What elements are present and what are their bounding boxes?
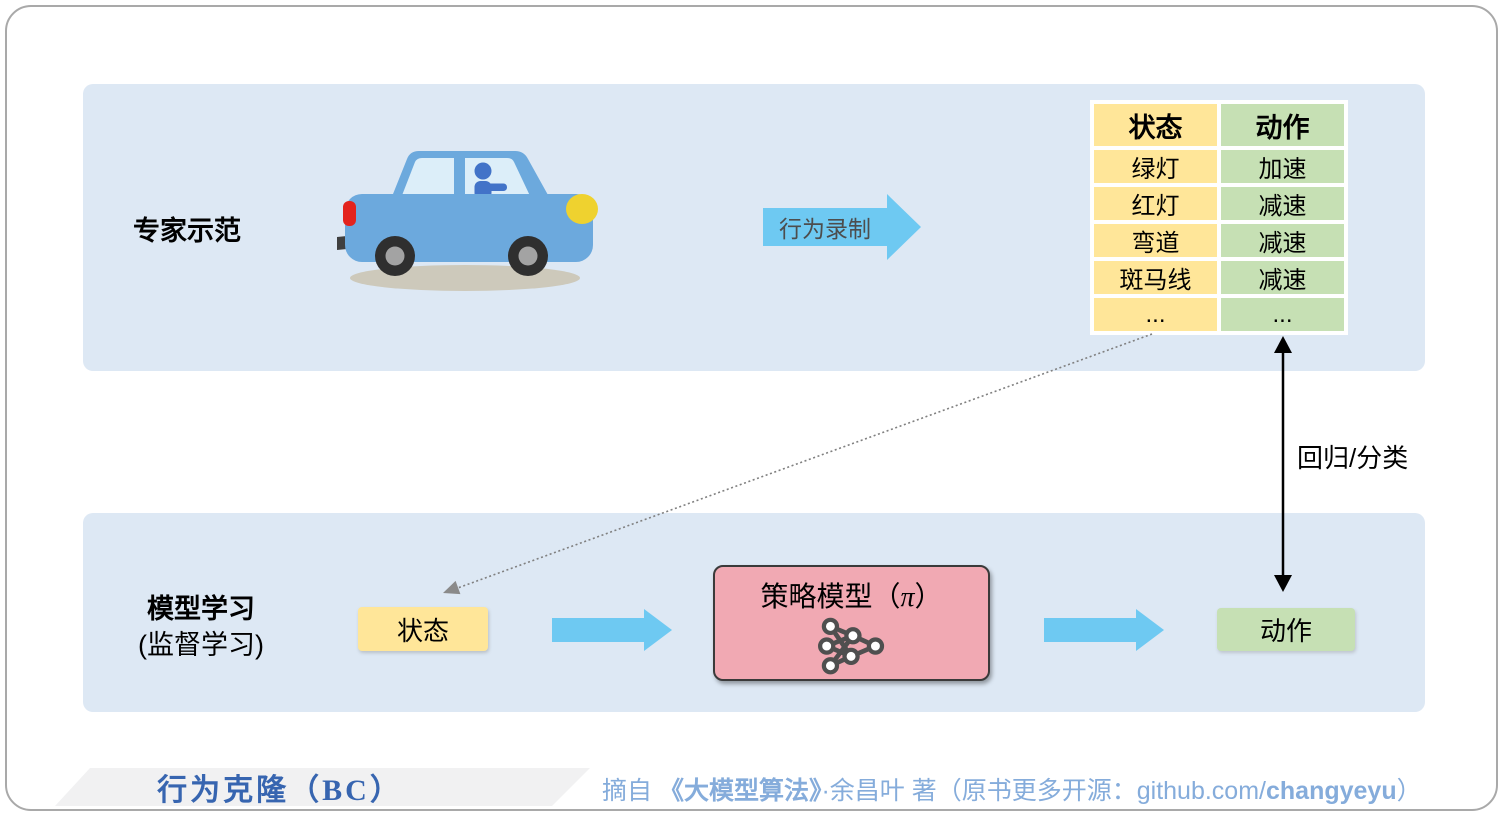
table-cell: 红灯 xyxy=(1094,187,1217,220)
behavior-record-arrow: 行为录制 xyxy=(763,194,921,260)
regression-classification-label: 回归/分类 xyxy=(1297,443,1409,473)
policy-title-text: ） xyxy=(914,581,943,612)
flow-arrow-policy-to-action xyxy=(1044,609,1164,651)
diagram-title: 行为克隆（BC） xyxy=(157,774,403,807)
table-cell: ... xyxy=(1221,298,1344,331)
car-headlight xyxy=(566,194,598,224)
state-action-table: 状态 动作 绿灯 加速 红灯 减速 弯道 减速 斑马线 减速 ... ... xyxy=(1090,100,1348,335)
car-rear-wheel xyxy=(375,236,415,276)
table-header-action: 动作 xyxy=(1221,104,1344,146)
attribution-text: 摘自 xyxy=(602,777,659,805)
table-header-state: 状态 xyxy=(1094,104,1217,146)
action-box: 动作 xyxy=(1217,608,1355,651)
policy-model-box: 策略模型（π） xyxy=(713,565,990,681)
attribution-text: ） xyxy=(1396,777,1422,805)
policy-model-title: 策略模型（π） xyxy=(715,575,988,615)
table-cell: ... xyxy=(1094,298,1217,331)
table-cell: 斑马线 xyxy=(1094,261,1217,294)
car-front-wheel xyxy=(508,236,548,276)
pi-symbol: π xyxy=(900,582,915,613)
attribution-text: ·余昌叶 著（原书更多开源：github.com/ xyxy=(821,777,1266,805)
state-box: 状态 xyxy=(358,607,488,651)
table-cell: 减速 xyxy=(1221,261,1344,294)
book-title: 《大模型算法》 xyxy=(658,777,822,805)
table-cell: 弯道 xyxy=(1094,224,1217,257)
github-username: changyeyu xyxy=(1265,777,1397,805)
car-icon xyxy=(337,151,598,291)
model-learning-label: 模型学习 (监督学习) xyxy=(96,591,306,663)
policy-title-text: 策略模型（ xyxy=(760,581,901,612)
table-cell: 减速 xyxy=(1221,187,1344,220)
behavior-record-label: 行为录制 xyxy=(779,216,871,242)
car-taillight xyxy=(343,201,356,226)
arrow-head xyxy=(1136,609,1164,651)
attribution-line: 摘自 《大模型算法》·余昌叶 著（原书更多开源：github.com/chang… xyxy=(602,771,1422,807)
flow-arrow-state-to-policy xyxy=(552,609,672,651)
expert-demo-label: 专家示范 xyxy=(133,216,241,246)
car-rear-window xyxy=(401,158,454,198)
supervised-learning-subtitle: (监督学习) xyxy=(138,630,264,660)
model-learning-title: 模型学习 xyxy=(147,594,255,624)
table-cell: 减速 xyxy=(1221,224,1344,257)
table-cell: 绿灯 xyxy=(1094,150,1217,183)
model-learning-panel: 模型学习 (监督学习) 状态 策略模型（π） xyxy=(83,513,1425,712)
neural-network-icon xyxy=(817,617,884,675)
table-cell: 加速 xyxy=(1221,150,1344,183)
arrow-head xyxy=(887,194,921,260)
footer-title-bar: 行为克隆（BC） xyxy=(55,768,590,806)
arrow-head xyxy=(644,609,672,651)
